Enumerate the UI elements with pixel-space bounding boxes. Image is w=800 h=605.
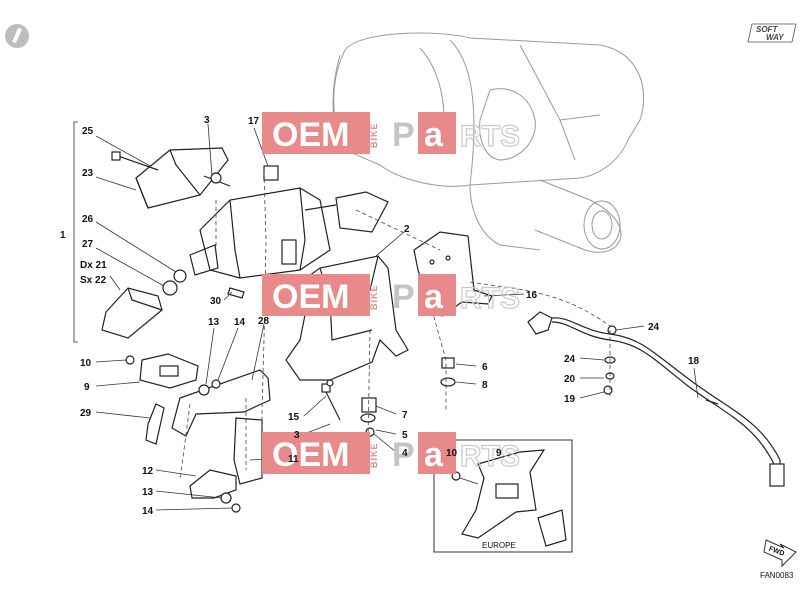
callout-7: 7 — [402, 410, 408, 421]
logo-line1: SOFT — [756, 25, 778, 34]
callout-15: 15 — [288, 412, 300, 423]
callout-14-top: 14 — [234, 317, 246, 328]
watermark-row-1: OEM BIKE P a RTS — [262, 112, 521, 154]
svg-text:a: a — [424, 436, 444, 474]
rear-light-assembly — [101, 147, 389, 339]
callout-30: 30 — [210, 296, 222, 307]
svg-text:BIKE: BIKE — [369, 284, 379, 310]
svg-text:OEM: OEM — [272, 278, 349, 316]
europe-inset: EUROPE — [433, 439, 573, 553]
callout-16: 16 — [526, 290, 538, 301]
callout-24-top: 24 — [648, 322, 660, 333]
svg-text:BIKE: BIKE — [369, 442, 379, 468]
diagram-code: FAN0083 — [760, 571, 794, 580]
callout-dx21: Dx 21 — [80, 260, 107, 271]
callout-12: 12 — [142, 466, 154, 477]
watermark-row-2: OEM BIKE P a RTS — [262, 274, 521, 316]
callout-labels: 1 25 23 26 27 Dx 21 Sx 22 3 17 2 16 30 1… — [60, 115, 700, 517]
svg-text:P: P — [392, 436, 415, 474]
small-hardware — [321, 357, 456, 437]
wiring-harness — [527, 311, 785, 487]
softway-logo: SOFT WAY — [747, 23, 797, 43]
svg-text:RTS: RTS — [460, 440, 520, 473]
callout-17: 17 — [248, 116, 260, 127]
callout-24-bottom: 24 — [564, 354, 576, 365]
callout-9: 9 — [84, 382, 90, 393]
callout-19: 19 — [564, 394, 576, 405]
callout-10: 10 — [80, 358, 92, 369]
svg-text:a: a — [424, 116, 444, 154]
svg-text:BIKE: BIKE — [369, 122, 379, 148]
callout-28: 28 — [258, 316, 270, 327]
svg-text:RTS: RTS — [460, 282, 520, 315]
callout-9-inset: 9 — [496, 448, 502, 459]
svg-text:P: P — [392, 116, 415, 154]
callout-26: 26 — [82, 214, 94, 225]
exhaust-silhouette — [332, 32, 645, 253]
callout-1: 1 — [60, 230, 66, 241]
svg-text:RTS: RTS — [460, 120, 520, 153]
group-bracket — [73, 121, 78, 343]
callout-11: 11 — [288, 454, 299, 465]
callout-8: 8 — [482, 380, 488, 391]
svg-text:P: P — [392, 278, 415, 316]
callout-25: 25 — [82, 126, 94, 137]
callout-2: 2 — [404, 224, 410, 235]
callout-sx22: Sx 22 — [80, 275, 107, 286]
callout-3-top: 3 — [204, 115, 210, 126]
fwd-arrow-icon: FWD — [763, 539, 797, 568]
callout-20: 20 — [564, 374, 576, 385]
svg-text:OEM: OEM — [272, 436, 349, 474]
callout-6: 6 — [482, 362, 488, 373]
svg-text:OEM: OEM — [272, 116, 349, 154]
callout-3-bottom: 3 — [294, 430, 300, 441]
lower-bracket-assembly — [125, 353, 271, 513]
svg-text:a: a — [424, 278, 444, 316]
callout-13-top: 13 — [208, 317, 220, 328]
installation-paths — [179, 171, 611, 481]
leader-lines — [95, 123, 699, 511]
callout-14-bottom: 14 — [142, 506, 154, 517]
corner-mark-icon — [5, 24, 29, 48]
callout-4: 4 — [402, 448, 408, 459]
watermark: OEM BIKE P a RTS OEM BIKE P a RTS OEM BI… — [262, 112, 521, 474]
callout-18: 18 — [688, 356, 700, 367]
inset-label: EUROPE — [482, 541, 516, 550]
watermark-row-3: OEM BIKE P a RTS — [262, 432, 521, 474]
callout-29: 29 — [80, 408, 92, 419]
callout-5: 5 — [402, 430, 408, 441]
callout-13-bottom: 13 — [142, 487, 154, 498]
callout-27: 27 — [82, 239, 94, 250]
logo-line2: WAY — [766, 33, 784, 42]
callout-10-inset: 10 — [446, 448, 458, 459]
callout-23: 23 — [82, 168, 94, 179]
